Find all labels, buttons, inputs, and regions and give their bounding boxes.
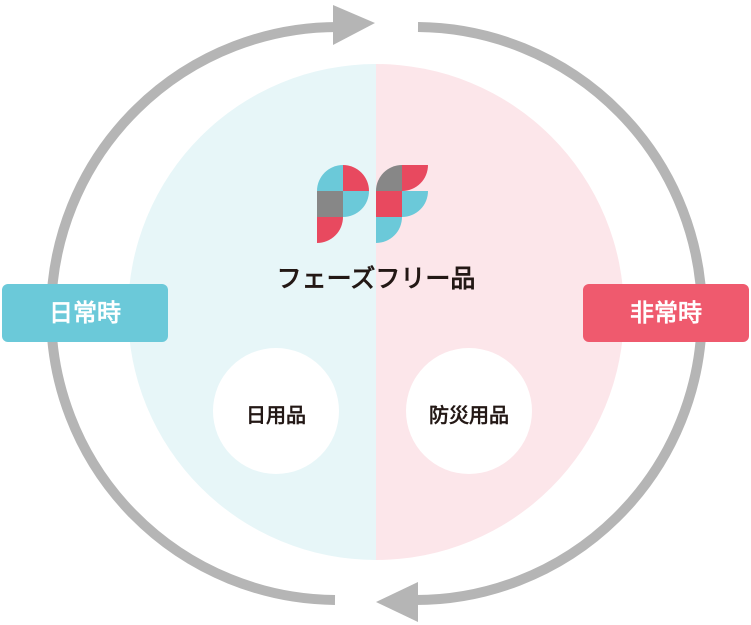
disaster-goods-label: 防災用品 (429, 403, 509, 427)
emergency-time-badge: 非常時 (583, 284, 749, 342)
phase-free-logo (317, 165, 428, 243)
arrowhead-bottom-icon (376, 582, 418, 622)
product-title: フェーズフリー品 (276, 264, 476, 293)
arrowhead-top-icon (333, 5, 375, 45)
daily-goods-label: 日用品 (246, 403, 306, 427)
disaster-goods-circle (406, 348, 532, 474)
daily-time-badge: 日常時 (2, 284, 168, 342)
daily-goods-circle (213, 348, 339, 474)
